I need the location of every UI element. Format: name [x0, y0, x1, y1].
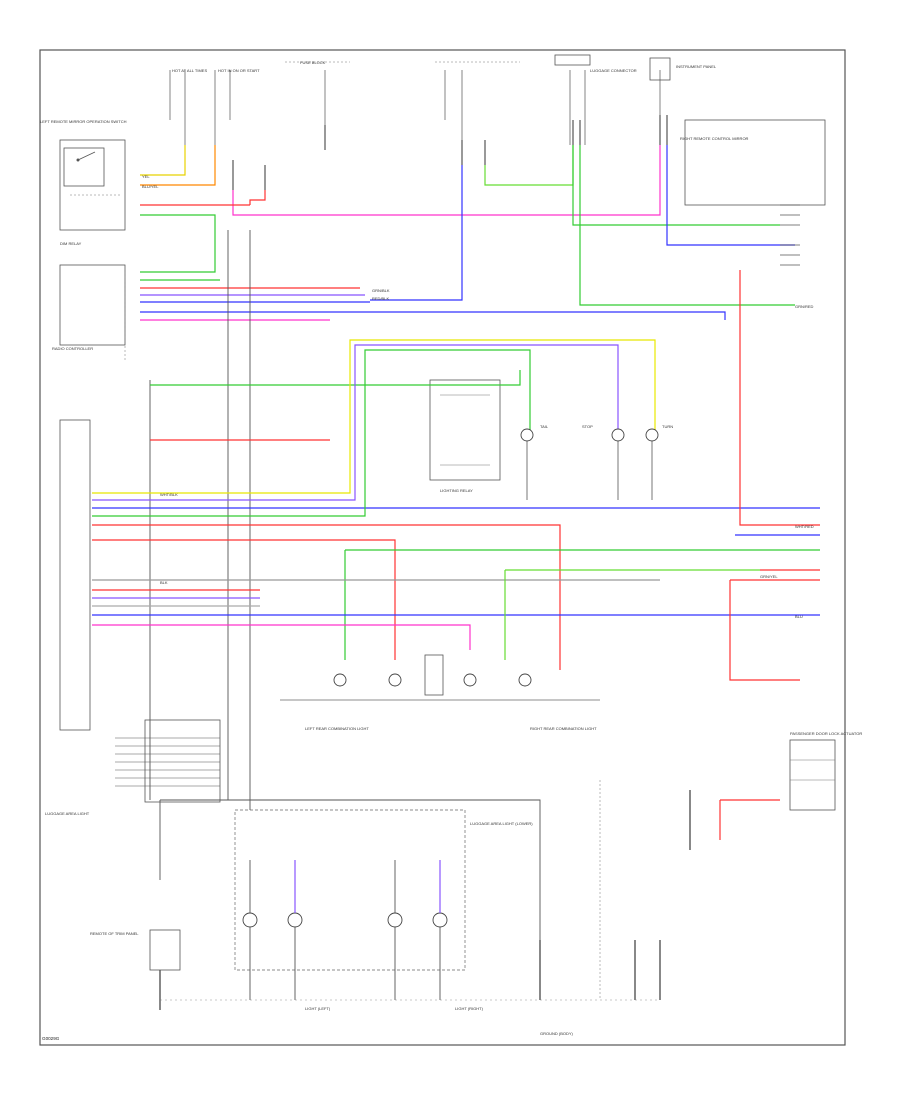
trunk-lines: [149, 230, 251, 810]
wire-label-2: BLU/YEL: [142, 184, 159, 189]
top-label-3: FUSE BLOCK: [300, 60, 326, 65]
bottom-label-4: GROUND (BODY): [540, 1031, 574, 1036]
top-label-2: HOT IN ON OR START: [218, 68, 260, 73]
right-connector-stubs: [684, 119, 826, 266]
bottom-label-3: LIGHT (RIGHT): [455, 1006, 484, 1011]
wire-label-6: BLU: [795, 614, 803, 619]
radio-controller-label: RADIO CONTROLLER: [52, 346, 93, 351]
radio-controller-box: [59, 264, 126, 360]
mid-lamp-label-2: STOP: [582, 424, 593, 429]
bottom-label-2: LIGHT (LEFT): [305, 1006, 331, 1011]
bottom-label-1: REMOTE OF TRIM PANEL: [90, 931, 139, 936]
right-box-label: RIGHT REMOTE CONTROL MIRROR: [680, 136, 749, 141]
left-rear-comb-label: LEFT REAR COMBINATION LIGHT: [305, 726, 369, 731]
mid-lamp-label-3: TURN: [662, 424, 673, 429]
lower-wires: [92, 569, 820, 801]
wire-label-5: GRN/YEL: [760, 574, 778, 579]
passenger-door-label: PASSENGER DOOR LOCK ACTUATOR: [790, 731, 862, 736]
top-wires: [140, 145, 795, 306]
footer-code: G0029G: [42, 1036, 60, 1041]
lighting-wires: [92, 270, 820, 670]
dim-relay-label: DIM RELAY: [60, 241, 82, 246]
luggage-connector-block: [115, 719, 221, 803]
luggage-area-lower-label: LUGGAGE AREA LIGHT (LOWER): [470, 821, 533, 826]
left-remote-mirror-label: LEFT REMOTE MIRROR OPERATION SWITCH: [40, 119, 127, 124]
right-rear-comb-label: RIGHT REAR COMBINATION LIGHT: [530, 726, 597, 731]
top-label-1: HOT AT ALL TIMES: [172, 68, 207, 73]
top-label-5: INSTRUMENT PANEL: [676, 64, 717, 69]
right-lower-box: [689, 739, 836, 850]
mirror-switch-box: [59, 139, 126, 231]
bottom-section: [149, 780, 661, 1010]
wire-label-3: WHT/BLK: [160, 492, 178, 497]
luggage-area-label: LUGGAGE AREA LIGHT: [45, 811, 90, 816]
wire-label-7: WHT/RED: [795, 524, 814, 529]
wire-label-radio-2: RED/BLK: [372, 296, 389, 301]
top-connector-ticks: [232, 115, 668, 190]
wire-label-8: GRN/RED: [795, 304, 814, 309]
mid-lamps: [520, 428, 659, 500]
diagram-frame: [39, 49, 846, 1046]
rear-comb-lamps: [280, 654, 600, 701]
top-label-4: LUGGAGE CONNECTOR: [590, 68, 637, 73]
wire-label-4: BLK: [160, 580, 168, 585]
lighting-relay-label: LIGHTING RELAY: [440, 488, 473, 493]
lighting-relay-section: [59, 379, 501, 731]
mid-lamp-label-1: TAIL: [540, 424, 549, 429]
wire-label-radio-1: GRN/BLK: [372, 288, 390, 293]
wire-label-1: YEL: [142, 174, 150, 179]
